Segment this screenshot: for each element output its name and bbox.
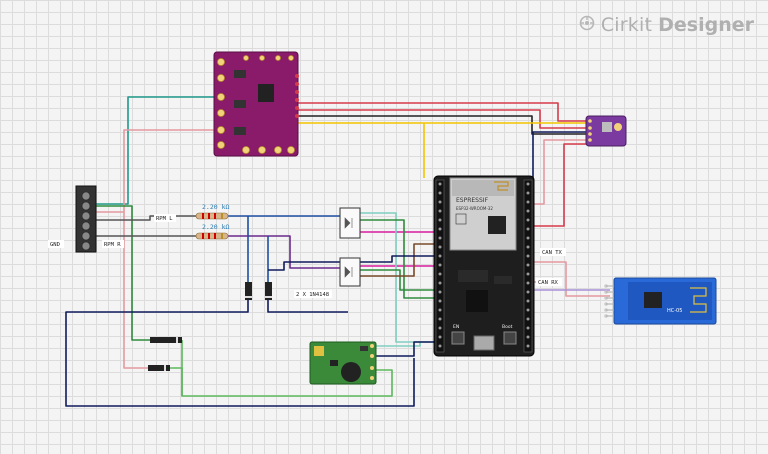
buck-converter-board[interactable] bbox=[309, 341, 377, 385]
resistor-2[interactable] bbox=[195, 232, 229, 240]
wire-teal-1[interactable] bbox=[96, 96, 216, 205]
wire-seafoam-2[interactable] bbox=[376, 342, 421, 347]
wire-brown-1[interactable] bbox=[360, 243, 438, 277]
esp32-boot-label: Boot bbox=[502, 324, 513, 330]
cirkit-logo-icon bbox=[579, 15, 595, 35]
wire-navy-2[interactable] bbox=[268, 261, 340, 271]
wire-green-3[interactable] bbox=[170, 367, 183, 396]
diode-vertical-1[interactable] bbox=[245, 282, 252, 300]
wire-red-3[interactable] bbox=[533, 143, 589, 227]
label-can-rx: CAN RX bbox=[538, 280, 559, 286]
label-rpm-l: RPM L bbox=[156, 216, 173, 222]
wire-red-1[interactable] bbox=[298, 102, 589, 122]
wire-pink-1[interactable] bbox=[533, 139, 589, 205]
esp32-usb-port[interactable] bbox=[473, 335, 495, 351]
wire-diode-bottom[interactable] bbox=[65, 300, 415, 407]
resistor-1[interactable] bbox=[195, 212, 229, 220]
esp32-brand-text: ESPRESSIF bbox=[456, 197, 489, 204]
current-sensor-pads bbox=[217, 55, 295, 154]
brand-name-cirkit: Cirkit bbox=[600, 14, 653, 36]
wire-green-5[interactable] bbox=[360, 269, 438, 291]
wire-rpm-l[interactable] bbox=[96, 215, 196, 221]
diode-horizontal-2[interactable] bbox=[148, 365, 170, 371]
diode-horizontal-1[interactable] bbox=[150, 337, 182, 343]
wire-pink-3[interactable] bbox=[123, 212, 148, 369]
label-can-tx: CAN TX bbox=[542, 250, 563, 256]
diode-vertical-2[interactable] bbox=[265, 282, 272, 300]
current-sensor-board[interactable] bbox=[213, 51, 299, 157]
text-labels: GND RPM R RPM L 2.20 kΩ 2.20 kΩ 2 X 1N41… bbox=[48, 203, 566, 298]
esp32-en-button[interactable] bbox=[451, 331, 465, 345]
current-sensor-header bbox=[295, 74, 299, 118]
brand-name-designer: Designer bbox=[658, 14, 754, 36]
brand-logo: Cirkit Designer bbox=[579, 14, 754, 36]
bluetooth-module[interactable]: HC-05 bbox=[604, 277, 717, 325]
esp32-boot-button[interactable] bbox=[503, 331, 517, 345]
wire-red-2[interactable] bbox=[298, 109, 589, 129]
wires bbox=[65, 96, 610, 407]
label-rpm-r: RPM R bbox=[104, 242, 121, 248]
label-diodes: 2 X 1N4148 bbox=[296, 292, 329, 298]
esp32-dev-board[interactable]: ESPRESSIF ESP32-WROOM-32 Boot EN bbox=[433, 175, 535, 357]
wire-green-1[interactable] bbox=[96, 205, 150, 341]
label-resistor-2: 2.20 kΩ bbox=[202, 223, 229, 231]
wire-navy-1[interactable] bbox=[532, 131, 589, 190]
wire-res2-out[interactable] bbox=[228, 235, 340, 269]
wire-green-4[interactable] bbox=[360, 219, 438, 299]
wire-navy-3[interactable] bbox=[360, 255, 438, 263]
wire-black-1[interactable] bbox=[298, 115, 589, 135]
wire-pink-2[interactable] bbox=[96, 129, 216, 213]
screw-terminal[interactable] bbox=[75, 185, 97, 253]
label-gnd: GND bbox=[50, 242, 60, 248]
pressure-sensor-board[interactable] bbox=[585, 115, 627, 147]
optocoupler-1[interactable] bbox=[339, 207, 361, 239]
optocoupler-2[interactable] bbox=[339, 257, 361, 287]
esp32-model-text: ESP32-WROOM-32 bbox=[456, 206, 493, 211]
wire-diode-bottom2[interactable] bbox=[267, 300, 348, 313]
wire-navy-4[interactable] bbox=[376, 341, 438, 357]
wire-pink-4[interactable] bbox=[533, 261, 610, 297]
current-sensor-chip bbox=[258, 84, 274, 102]
esp32-en-label: EN bbox=[453, 324, 459, 330]
bluetooth-module-label: HC-05 bbox=[667, 308, 682, 314]
label-resistor-1: 2.20 kΩ bbox=[202, 203, 229, 211]
